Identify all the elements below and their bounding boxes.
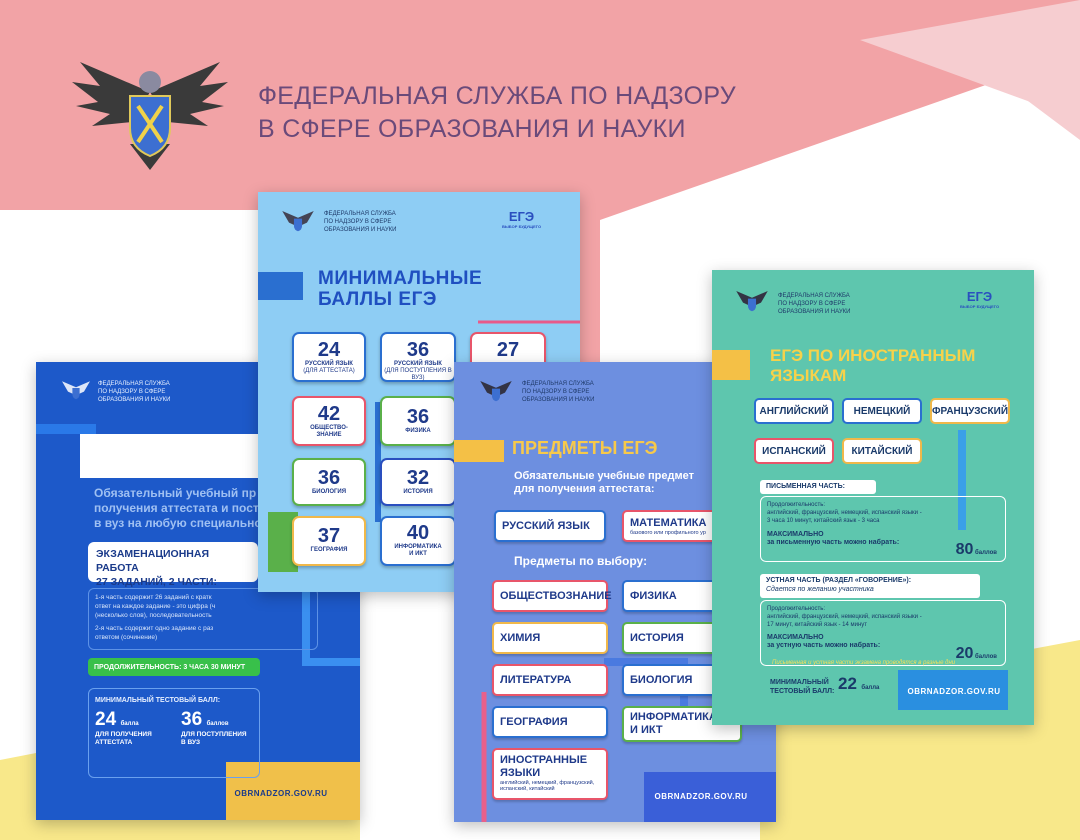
subject-item: ФИЗИКА bbox=[622, 580, 722, 612]
lang-chip: ФРАНЦУЗСКИЙ bbox=[930, 398, 1010, 424]
poster-foreign-decor bbox=[712, 350, 1008, 710]
site-link[interactable]: OBRNADZOR.GOV.RU bbox=[907, 686, 1001, 696]
min-score: МИНИМАЛЬНЫЙ ТЕСТОВЫЙ БАЛЛ: bbox=[770, 679, 835, 695]
poster-russian-decor bbox=[36, 424, 360, 820]
poster-russian-intro: Обязательный учебный пр получения аттест… bbox=[94, 486, 262, 530]
ministry-text: ФЕДЕРАЛЬНАЯ СЛУЖБА ПО НАДЗОРУ В СФЕРЕ ОБ… bbox=[324, 211, 397, 233]
ministry-text: ФЕДЕРАЛЬНАЯ СЛУЖБА ПО НАДЗОРУ В СФЕРЕ ОБ… bbox=[98, 381, 171, 403]
poster-minimal-title: МИНИМАЛЬНЫЕ БАЛЛЫ ЕГЭ bbox=[318, 268, 483, 310]
written-label: ПИСЬМЕННАЯ ЧАСТЬ: bbox=[760, 480, 876, 494]
poster-subjects-decor bbox=[454, 440, 776, 822]
lang-chip: ИСПАНСКИЙ bbox=[754, 438, 834, 464]
emblem-small-icon bbox=[282, 210, 314, 232]
days-note: Письменная и устная части экзамена прово… bbox=[772, 660, 956, 666]
min-score-box: МИНИМАЛЬНЫЙ ТЕСТОВЫЙ БАЛЛ: 24 балла ДЛЯ … bbox=[88, 688, 260, 778]
parts-box: 1-я часть содержит 26 заданий с кратк от… bbox=[88, 588, 318, 650]
exam-box: ЭКЗАМЕНАЦИОННАЯ РАБОТА 27 ЗАДАНИЙ, 2 ЧАС… bbox=[88, 542, 258, 588]
subject-item: ИСТОРИЯ bbox=[622, 622, 722, 654]
subject-russian: РУССКИЙ ЯЗЫК bbox=[494, 510, 606, 542]
poster-russian-title: ЕГЭ ПО РУССКО ЯЗЫКУ bbox=[94, 438, 257, 482]
emblem-small-icon bbox=[736, 290, 768, 312]
emblem-small-icon bbox=[62, 381, 90, 400]
emblem-small-icon bbox=[480, 380, 512, 402]
min-score-value: 22 балла bbox=[838, 674, 880, 693]
oral-label: УСТНАЯ ЧАСТЬ (РАЗДЕЛ «ГОВОРЕНИЕ»): Сдает… bbox=[760, 574, 980, 598]
ministry-text: ФЕДЕРАЛЬНАЯ СЛУЖБА ПО НАДЗОРУ В СФЕРЕ ОБ… bbox=[522, 381, 595, 403]
site-link[interactable]: OBRNADZOR.GOV.RU bbox=[654, 791, 748, 801]
subject-item: ГЕОГРАФИЯ bbox=[492, 706, 608, 738]
header: ФЕДЕРАЛЬНАЯ СЛУЖБА ПО НАДЗОРУ В СФЕРЕ ОБ… bbox=[258, 80, 736, 146]
ministry-text: ФЕДЕРАЛЬНАЯ СЛУЖБА ПО НАДЗОРУ В СФЕРЕ ОБ… bbox=[778, 293, 851, 315]
lang-chip: НЕМЕЦКИЙ bbox=[842, 398, 922, 424]
header-line2: В СФЕРЕ ОБРАЗОВАНИЯ И НАУКИ bbox=[258, 115, 686, 143]
lang-chip: АНГЛИЙСКИЙ bbox=[754, 398, 834, 424]
poster-foreign: ФЕДЕРАЛЬНАЯ СЛУЖБА ПО НАДЗОРУ В СФЕРЕ ОБ… bbox=[712, 270, 1034, 725]
written-box: Продолжительность: английский, французск… bbox=[760, 496, 1006, 562]
header-line1: ФЕДЕРАЛЬНАЯ СЛУЖБА ПО НАДЗОРУ bbox=[258, 82, 736, 110]
required-text: Обязательные учебные предмет для получен… bbox=[514, 470, 694, 495]
site-link[interactable]: OBRNADZOR.GOV.RU bbox=[234, 788, 328, 798]
poster-foreign-title: ЕГЭ ПО ИНОСТРАННЫМ ЯЗЫКАМ bbox=[770, 346, 976, 385]
subject-item: ХИМИЯ bbox=[492, 622, 608, 654]
optional-label: Предметы по выбору: bbox=[514, 554, 648, 568]
poster-subjects: ФЕДЕРАЛЬНАЯ СЛУЖБА ПО НАДЗОРУ В СФЕРЕ ОБ… bbox=[454, 362, 776, 822]
subject-item: ОБЩЕСТВОЗНАНИЕ bbox=[492, 580, 612, 612]
lang-chip: КИТАЙСКИЙ bbox=[842, 438, 922, 464]
score-vuz: 36 баллов ДЛЯ ПОСТУПЛЕНИЯ В ВУЗ bbox=[181, 709, 247, 746]
emblem-icon bbox=[72, 62, 228, 170]
subject-item: БИОЛОГИЯ bbox=[622, 664, 722, 696]
duration-badge: ПРОДОЛЖИТЕЛЬНОСТЬ: 3 ЧАСА 30 МИНУТ bbox=[88, 658, 260, 676]
subject-item: ЛИТЕРАТУРА bbox=[492, 664, 608, 696]
score-attestat: 24 балла ДЛЯ ПОЛУЧЕНИЯ АТТЕСТАТА bbox=[95, 709, 152, 746]
oral-box: Продолжительность: английский, французск… bbox=[760, 600, 1006, 666]
poster-subjects-title: ПРЕДМЕТЫ ЕГЭ bbox=[512, 438, 658, 458]
